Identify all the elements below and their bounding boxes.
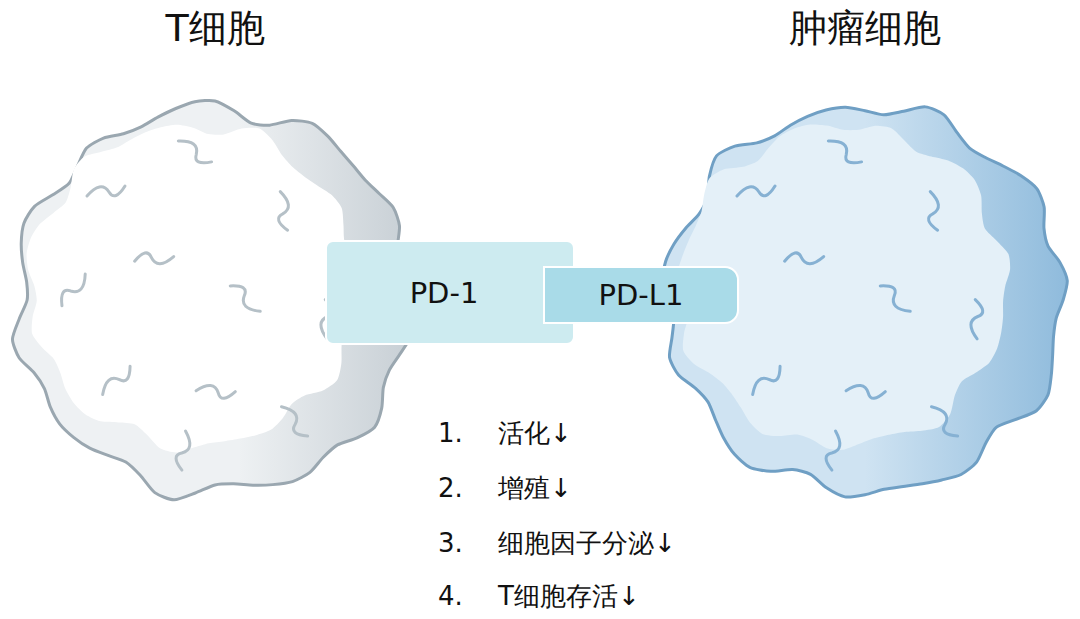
list-number: 3.: [438, 527, 463, 559]
cell-texture: [880, 280, 910, 317]
cell-texture: [737, 186, 775, 196]
cell-texture: [278, 192, 291, 231]
list-number: 4.: [438, 580, 463, 612]
effect-text: T细胞存活↓: [498, 580, 640, 612]
cell-texture: [931, 402, 957, 440]
protein-label: PD-L1: [599, 278, 684, 312]
cell-node: 肿瘤细胞: [660, 4, 1070, 504]
cell-texture: [87, 186, 125, 196]
cell-texture: [785, 251, 824, 266]
cell-texture: [281, 402, 307, 440]
effect-text: 细胞因子分泌↓: [498, 527, 676, 559]
cell-title: 肿瘤细胞: [660, 4, 1070, 52]
cell-texture: [56, 274, 92, 306]
protein-label: PD-1: [410, 276, 479, 310]
cell-texture: [828, 134, 861, 169]
list-number: 1.: [438, 417, 463, 449]
cell-texture: [98, 366, 136, 394]
cell-highlight: [27, 125, 362, 453]
protein-box: PD-L1: [543, 266, 739, 324]
cell-texture: [823, 431, 845, 470]
cell-texture: [748, 366, 786, 394]
cell-texture: [846, 381, 885, 401]
cell-texture: [173, 431, 195, 470]
effect-text: 活化↓: [498, 417, 572, 449]
effect-text: 增殖↓: [498, 472, 572, 504]
cell-texture: [928, 192, 941, 231]
cell-texture: [967, 300, 985, 339]
cell-texture: [230, 280, 260, 317]
list-number: 2.: [438, 472, 463, 504]
cell-texture: [178, 134, 211, 169]
cell-texture: [135, 251, 174, 266]
cell-texture: [196, 381, 235, 401]
protein-box: PD-1: [325, 240, 575, 345]
cell-title: T细胞: [15, 4, 415, 52]
